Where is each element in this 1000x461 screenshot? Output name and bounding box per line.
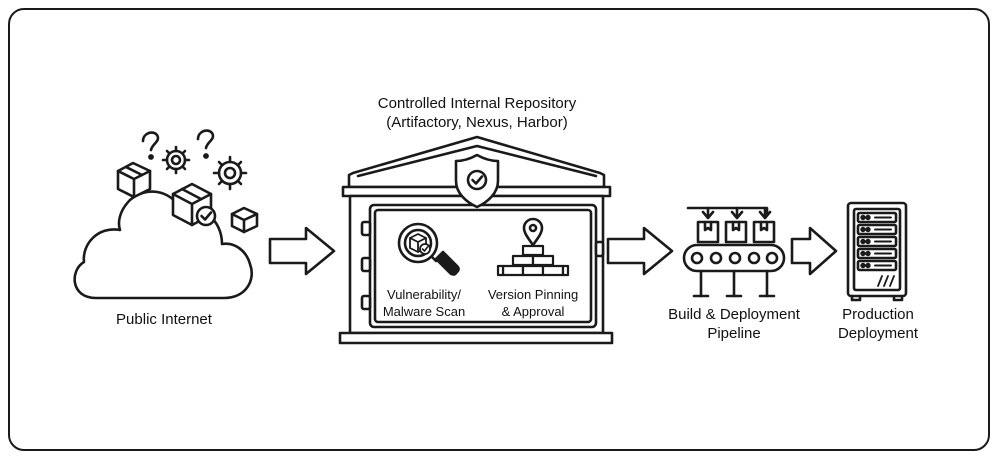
production-label: Production Deployment bbox=[820, 305, 936, 343]
pipeline-label-line2: Pipeline bbox=[707, 325, 761, 342]
question-icon bbox=[196, 129, 215, 159]
pipeline-label: Build & Deployment Pipeline bbox=[652, 305, 816, 343]
question-icon bbox=[141, 131, 160, 160]
location-pin-icon bbox=[522, 217, 544, 247]
scan-label-line1: Vulnerability/ bbox=[387, 287, 461, 302]
checkmark-icon bbox=[195, 205, 217, 227]
pinning-label-line1: Version Pinning bbox=[487, 287, 579, 302]
arrow-right-icon bbox=[606, 226, 674, 276]
pipeline-label-line1: Build & Deployment bbox=[668, 306, 800, 323]
scan-label: Vulnerability/ Malware Scan bbox=[373, 286, 475, 320]
production-label-line1: Production bbox=[842, 306, 914, 323]
gear-icon bbox=[212, 155, 248, 191]
magnifier-icon bbox=[397, 222, 460, 276]
package-icon bbox=[230, 206, 259, 234]
pinning-label-line2: & Approval bbox=[501, 304, 565, 319]
production-label-line2: Deployment bbox=[837, 325, 919, 342]
repository-title-line1: Controlled Internal Repository bbox=[377, 95, 577, 112]
arrow-right-icon bbox=[790, 226, 838, 276]
scan-label-line2: Malware Scan bbox=[382, 304, 466, 319]
public-internet-label: Public Internet bbox=[116, 311, 212, 328]
cloud-icon bbox=[73, 190, 253, 300]
conveyor-icon bbox=[682, 206, 786, 298]
gear-icon bbox=[161, 145, 191, 175]
repository-title: Controlled Internal Repository (Artifact… bbox=[337, 94, 617, 132]
package-icon bbox=[116, 161, 152, 199]
shield-icon bbox=[454, 153, 500, 209]
repository-title-line2: (Artifactory, Nexus, Harbor) bbox=[386, 114, 568, 131]
arrow-right-icon bbox=[268, 226, 336, 276]
server-rack-icon bbox=[846, 201, 908, 302]
pinning-label: Version Pinning & Approval bbox=[478, 286, 588, 320]
brick-stack-icon bbox=[496, 244, 570, 277]
